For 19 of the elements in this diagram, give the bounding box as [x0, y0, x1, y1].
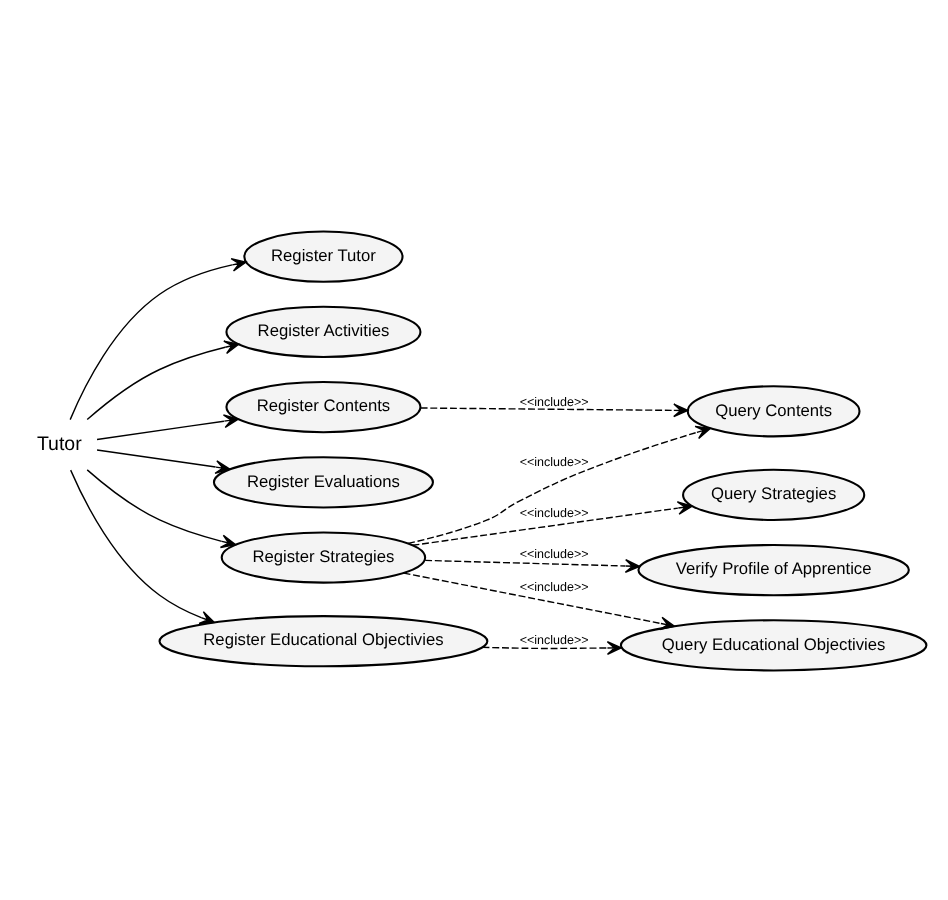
arrow	[69, 468, 216, 624]
arrow	[407, 424, 711, 544]
arrow	[96, 448, 231, 473]
arrow	[86, 339, 240, 420]
arrow	[403, 571, 676, 630]
node-text: Tutor	[36, 432, 82, 455]
node-ellipse: Register Educational Objectivies	[158, 614, 489, 667]
arrow	[420, 402, 689, 417]
arrow	[424, 558, 641, 572]
arrow	[69, 257, 247, 420]
arrow	[96, 413, 239, 440]
node-ellipse: Verify Profile of Apprentice	[637, 543, 910, 596]
arrow	[86, 468, 237, 548]
node-ellipse: Register Tutor	[243, 229, 404, 282]
node-ellipse: Query Educational Objectivies	[619, 618, 928, 671]
node-ellipse: Query Strategies	[682, 467, 866, 520]
node-ellipse: Register Contents	[225, 380, 422, 433]
arrow	[412, 500, 693, 545]
arrow	[481, 640, 623, 654]
